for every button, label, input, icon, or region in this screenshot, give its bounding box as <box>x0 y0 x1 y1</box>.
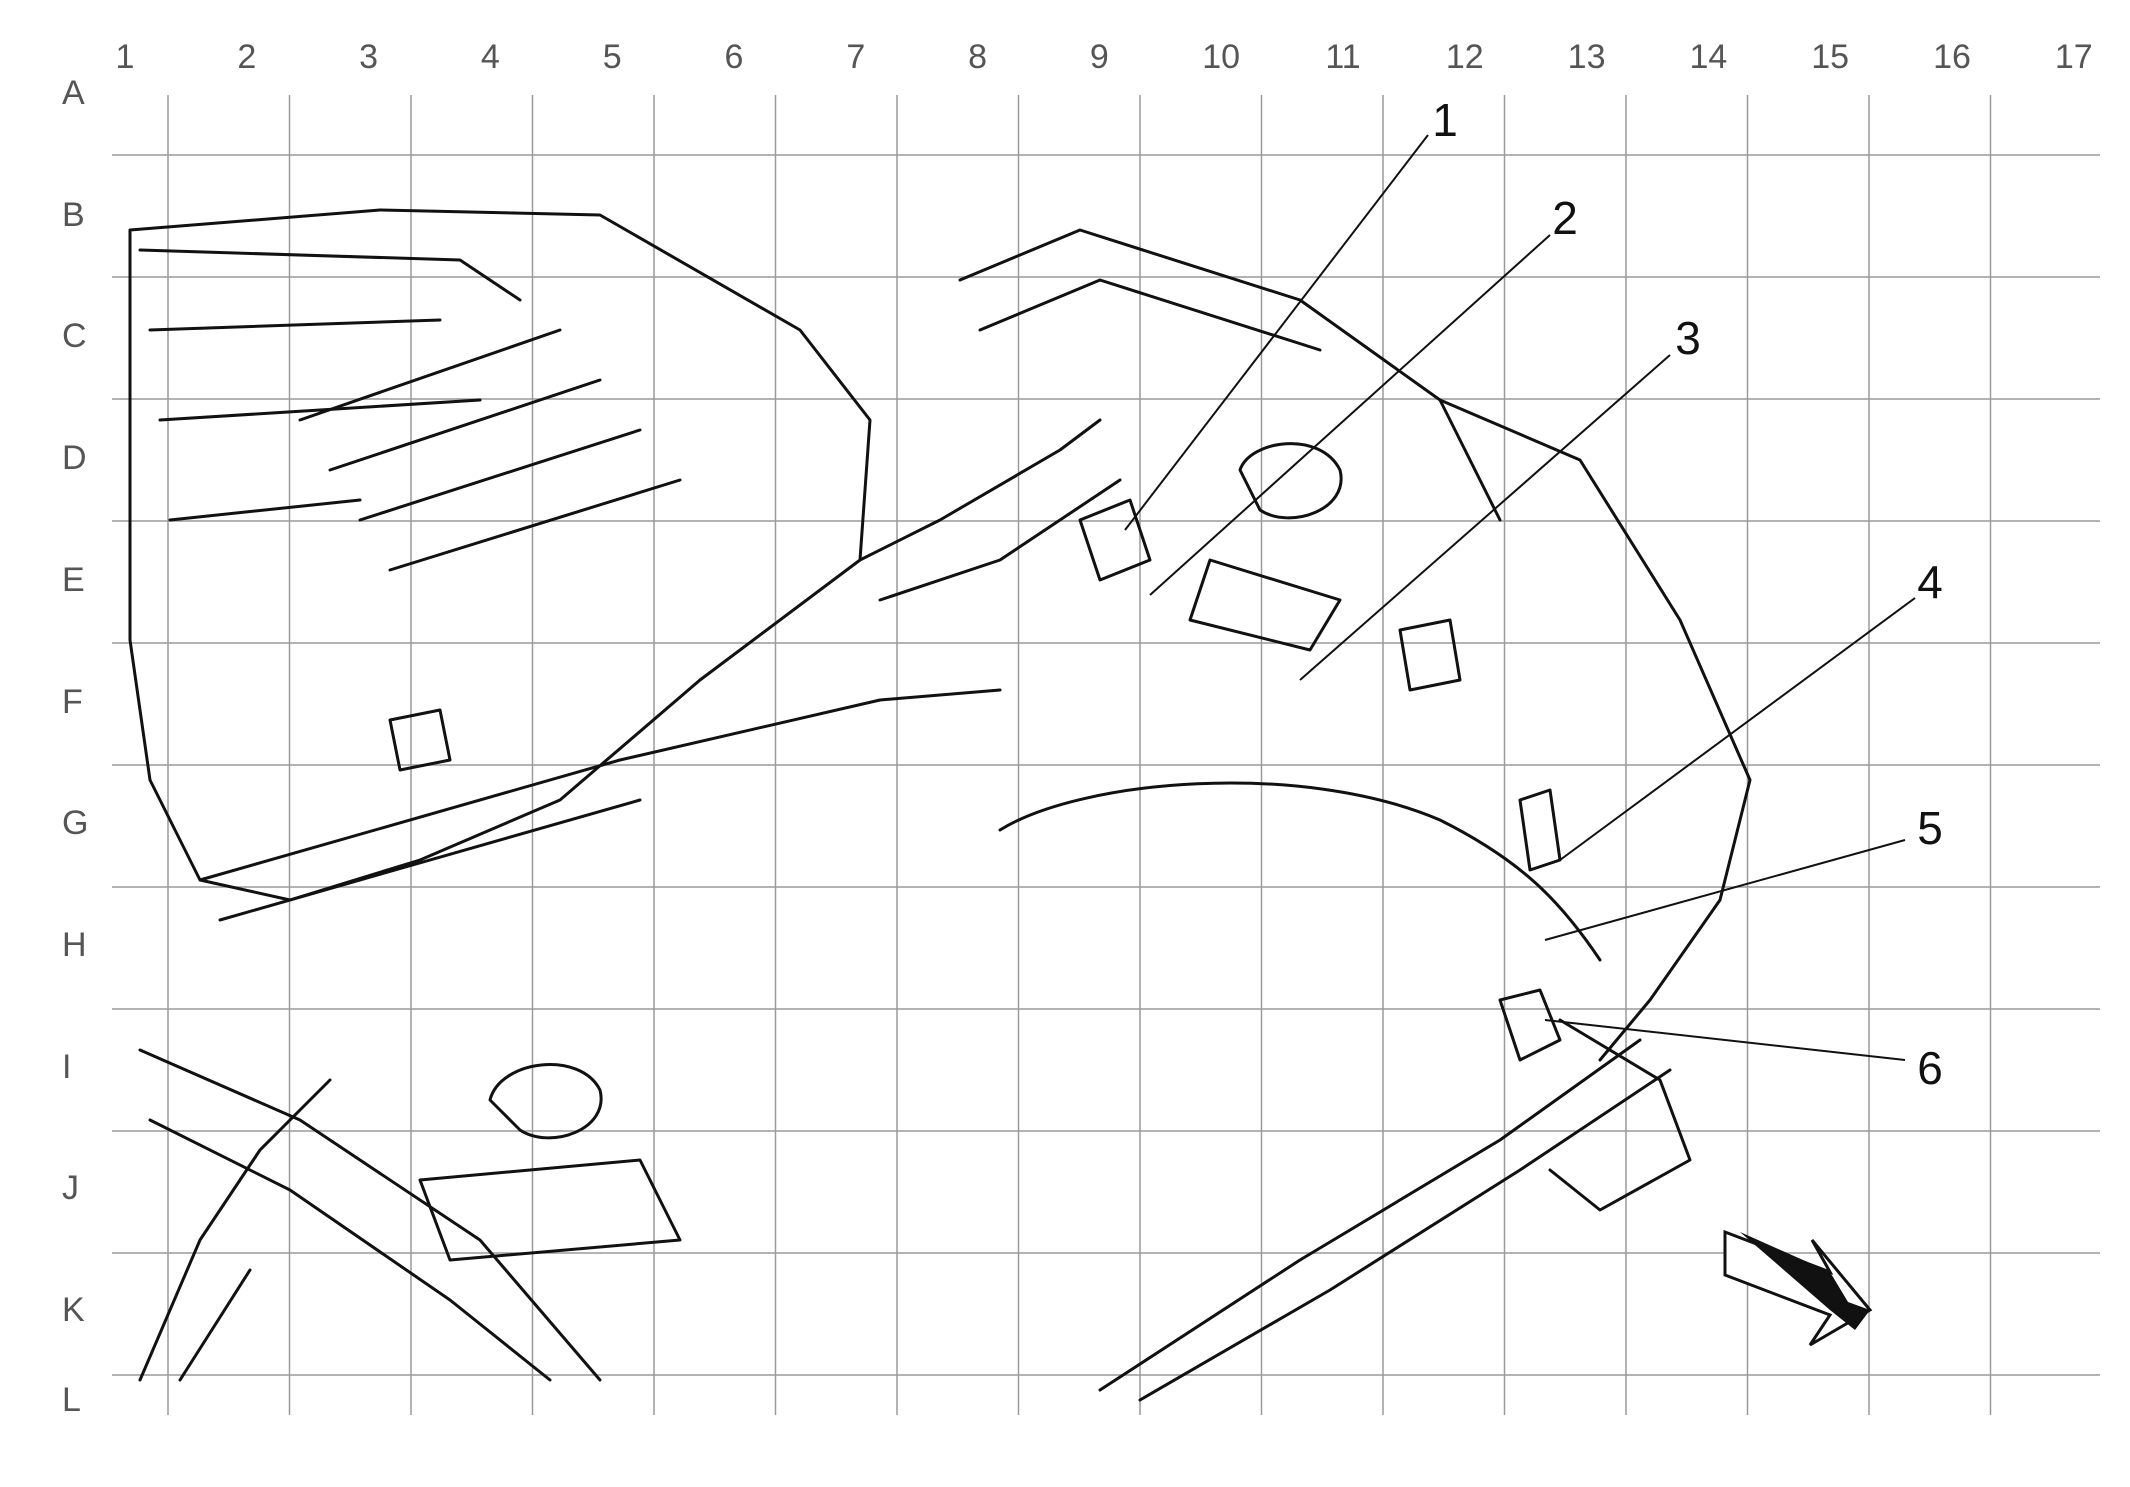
column-label: 13 <box>1567 38 1606 76</box>
wheel-opening-right <box>998 781 1602 962</box>
right-front-fender-apron <box>1438 398 1752 1062</box>
leader-4 <box>1559 597 1916 861</box>
row-label: C <box>62 317 87 356</box>
row-label: F <box>62 682 83 721</box>
callout-number: 4 <box>1917 556 1943 608</box>
column-label: 4 <box>480 38 500 76</box>
column-label: 15 <box>1811 38 1850 76</box>
column-label: 11 <box>1325 38 1361 76</box>
callout-leader-lines <box>1124 134 1916 1061</box>
column-label: 6 <box>724 38 744 76</box>
relay-block <box>1398 618 1462 692</box>
callout-number: 1 <box>1432 94 1458 146</box>
callout-number: 5 <box>1917 802 1943 854</box>
column-label: 5 <box>602 38 622 76</box>
row-label: K <box>62 1291 85 1329</box>
row-label: J <box>62 1169 79 1208</box>
leader-1 <box>1124 134 1429 531</box>
center-tunnel <box>858 418 1122 602</box>
row-label: L <box>62 1381 81 1419</box>
component-line-drawing <box>128 208 1752 1402</box>
left-strut-tower <box>418 1063 682 1262</box>
column-label: 3 <box>359 38 379 76</box>
left-front-apron <box>138 1078 332 1382</box>
leader-3 <box>1299 354 1671 681</box>
dash-panel <box>958 228 1502 522</box>
rear-floor-panel <box>128 208 872 902</box>
row-label: A <box>62 74 85 112</box>
column-label: 8 <box>968 38 988 76</box>
strut-tower-front <box>1188 442 1343 652</box>
front-bumper-beam <box>1548 1018 1692 1212</box>
column-label: 2 <box>237 38 257 76</box>
column-label: 17 <box>2054 38 2093 76</box>
rear-cross-member <box>198 688 1002 922</box>
floor-pan-ribs <box>298 328 682 572</box>
rear-frame-rail <box>138 248 522 522</box>
row-label: D <box>62 439 87 478</box>
module-box-1 <box>1078 498 1152 582</box>
leader-6 <box>1544 1019 1906 1061</box>
leader-5 <box>1544 839 1906 941</box>
row-label: G <box>62 804 89 843</box>
row-label: I <box>62 1047 72 1086</box>
column-label: 16 <box>1933 38 1971 76</box>
sensor-4 <box>1518 788 1562 872</box>
leader-2 <box>1149 234 1551 596</box>
column-label: 7 <box>846 38 866 76</box>
column-label: 12 <box>1445 38 1484 76</box>
connector-6 <box>1498 988 1562 1062</box>
callout-number: 6 <box>1917 1042 1943 1094</box>
component-left-rear <box>388 708 452 772</box>
column-label: 9 <box>1089 38 1109 76</box>
right-frame-rail <box>1098 1038 1672 1402</box>
column-label: 14 <box>1689 38 1728 76</box>
row-label: E <box>62 560 85 599</box>
left-frame-rail <box>138 1048 602 1382</box>
row-label: B <box>62 195 85 234</box>
column-label: 1 <box>115 38 135 76</box>
forward-direction-arrow <box>1723 1229 1873 1347</box>
row-label: H <box>62 925 87 964</box>
column-label: 10 <box>1202 38 1241 76</box>
callout-number: 3 <box>1675 312 1701 364</box>
callout-number: 2 <box>1552 192 1578 244</box>
